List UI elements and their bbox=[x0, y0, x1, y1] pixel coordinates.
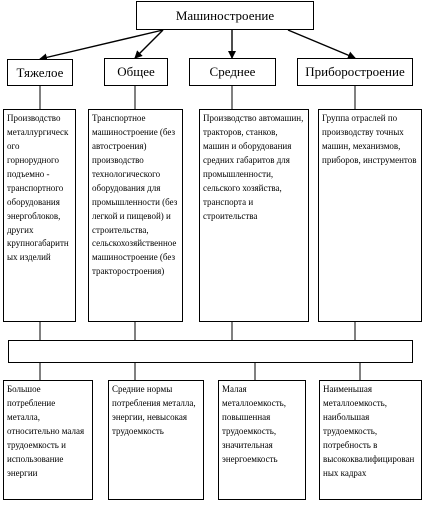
branch-header-label: Тяжелое bbox=[16, 64, 64, 80]
characteristic-box-1: Большое потребление металла, относительн… bbox=[3, 380, 93, 500]
branch-header-3: Среднее bbox=[189, 58, 276, 86]
branch-description-text: Транспортное машиностроение (без автостр… bbox=[92, 113, 178, 277]
branch-description-4: Группа отраслей по производству точных м… bbox=[318, 109, 422, 322]
arrow-to-branch-1 bbox=[39, 29, 164, 62]
branch-description-3: Производство автомашин, тракторов, станк… bbox=[199, 109, 309, 322]
branch-description-1: Производство металлургического горнорудн… bbox=[3, 109, 76, 322]
branch-description-text: Группа отраслей по производству точных м… bbox=[322, 113, 417, 165]
characteristic-box-3: Малая металлоемкость, повышенная трудоем… bbox=[218, 380, 306, 500]
characteristic-text: Наименьшая металлоемкость, наибольшая тр… bbox=[323, 384, 415, 478]
branch-header-4: Приборостроение bbox=[297, 58, 413, 86]
characteristic-box-2: Средние нормы потребления металла, энерг… bbox=[108, 380, 204, 500]
characteristic-text: Большое потребление металла, относительн… bbox=[7, 384, 85, 478]
branch-header-1: Тяжелое bbox=[7, 59, 73, 86]
arrow-to-branch-2 bbox=[134, 29, 164, 59]
characteristic-text: Средние нормы потребления металла, энерг… bbox=[112, 384, 196, 436]
arrow-to-branch-4 bbox=[287, 29, 356, 59]
branch-header-label: Общее bbox=[117, 64, 155, 79]
branch-header-label: Среднее bbox=[209, 64, 256, 79]
characteristic-text: Малая металлоемкость, повышенная трудоем… bbox=[222, 384, 287, 464]
connector-bar bbox=[8, 340, 413, 363]
branch-header-label: Приборостроение bbox=[305, 64, 405, 79]
branch-header-2: Общее bbox=[104, 58, 168, 86]
branch-description-2: Транспортное машиностроение (без автостр… bbox=[88, 109, 183, 322]
branch-description-text: Производство автомашин, тракторов, станк… bbox=[203, 113, 304, 221]
root-title: Машиностроение bbox=[175, 7, 275, 23]
branch-description-text: Производство металлургического горнорудн… bbox=[7, 113, 69, 263]
characteristic-box-4: Наименьшая металлоемкость, наибольшая тр… bbox=[319, 380, 422, 500]
root-box: Машиностроение bbox=[136, 1, 314, 30]
